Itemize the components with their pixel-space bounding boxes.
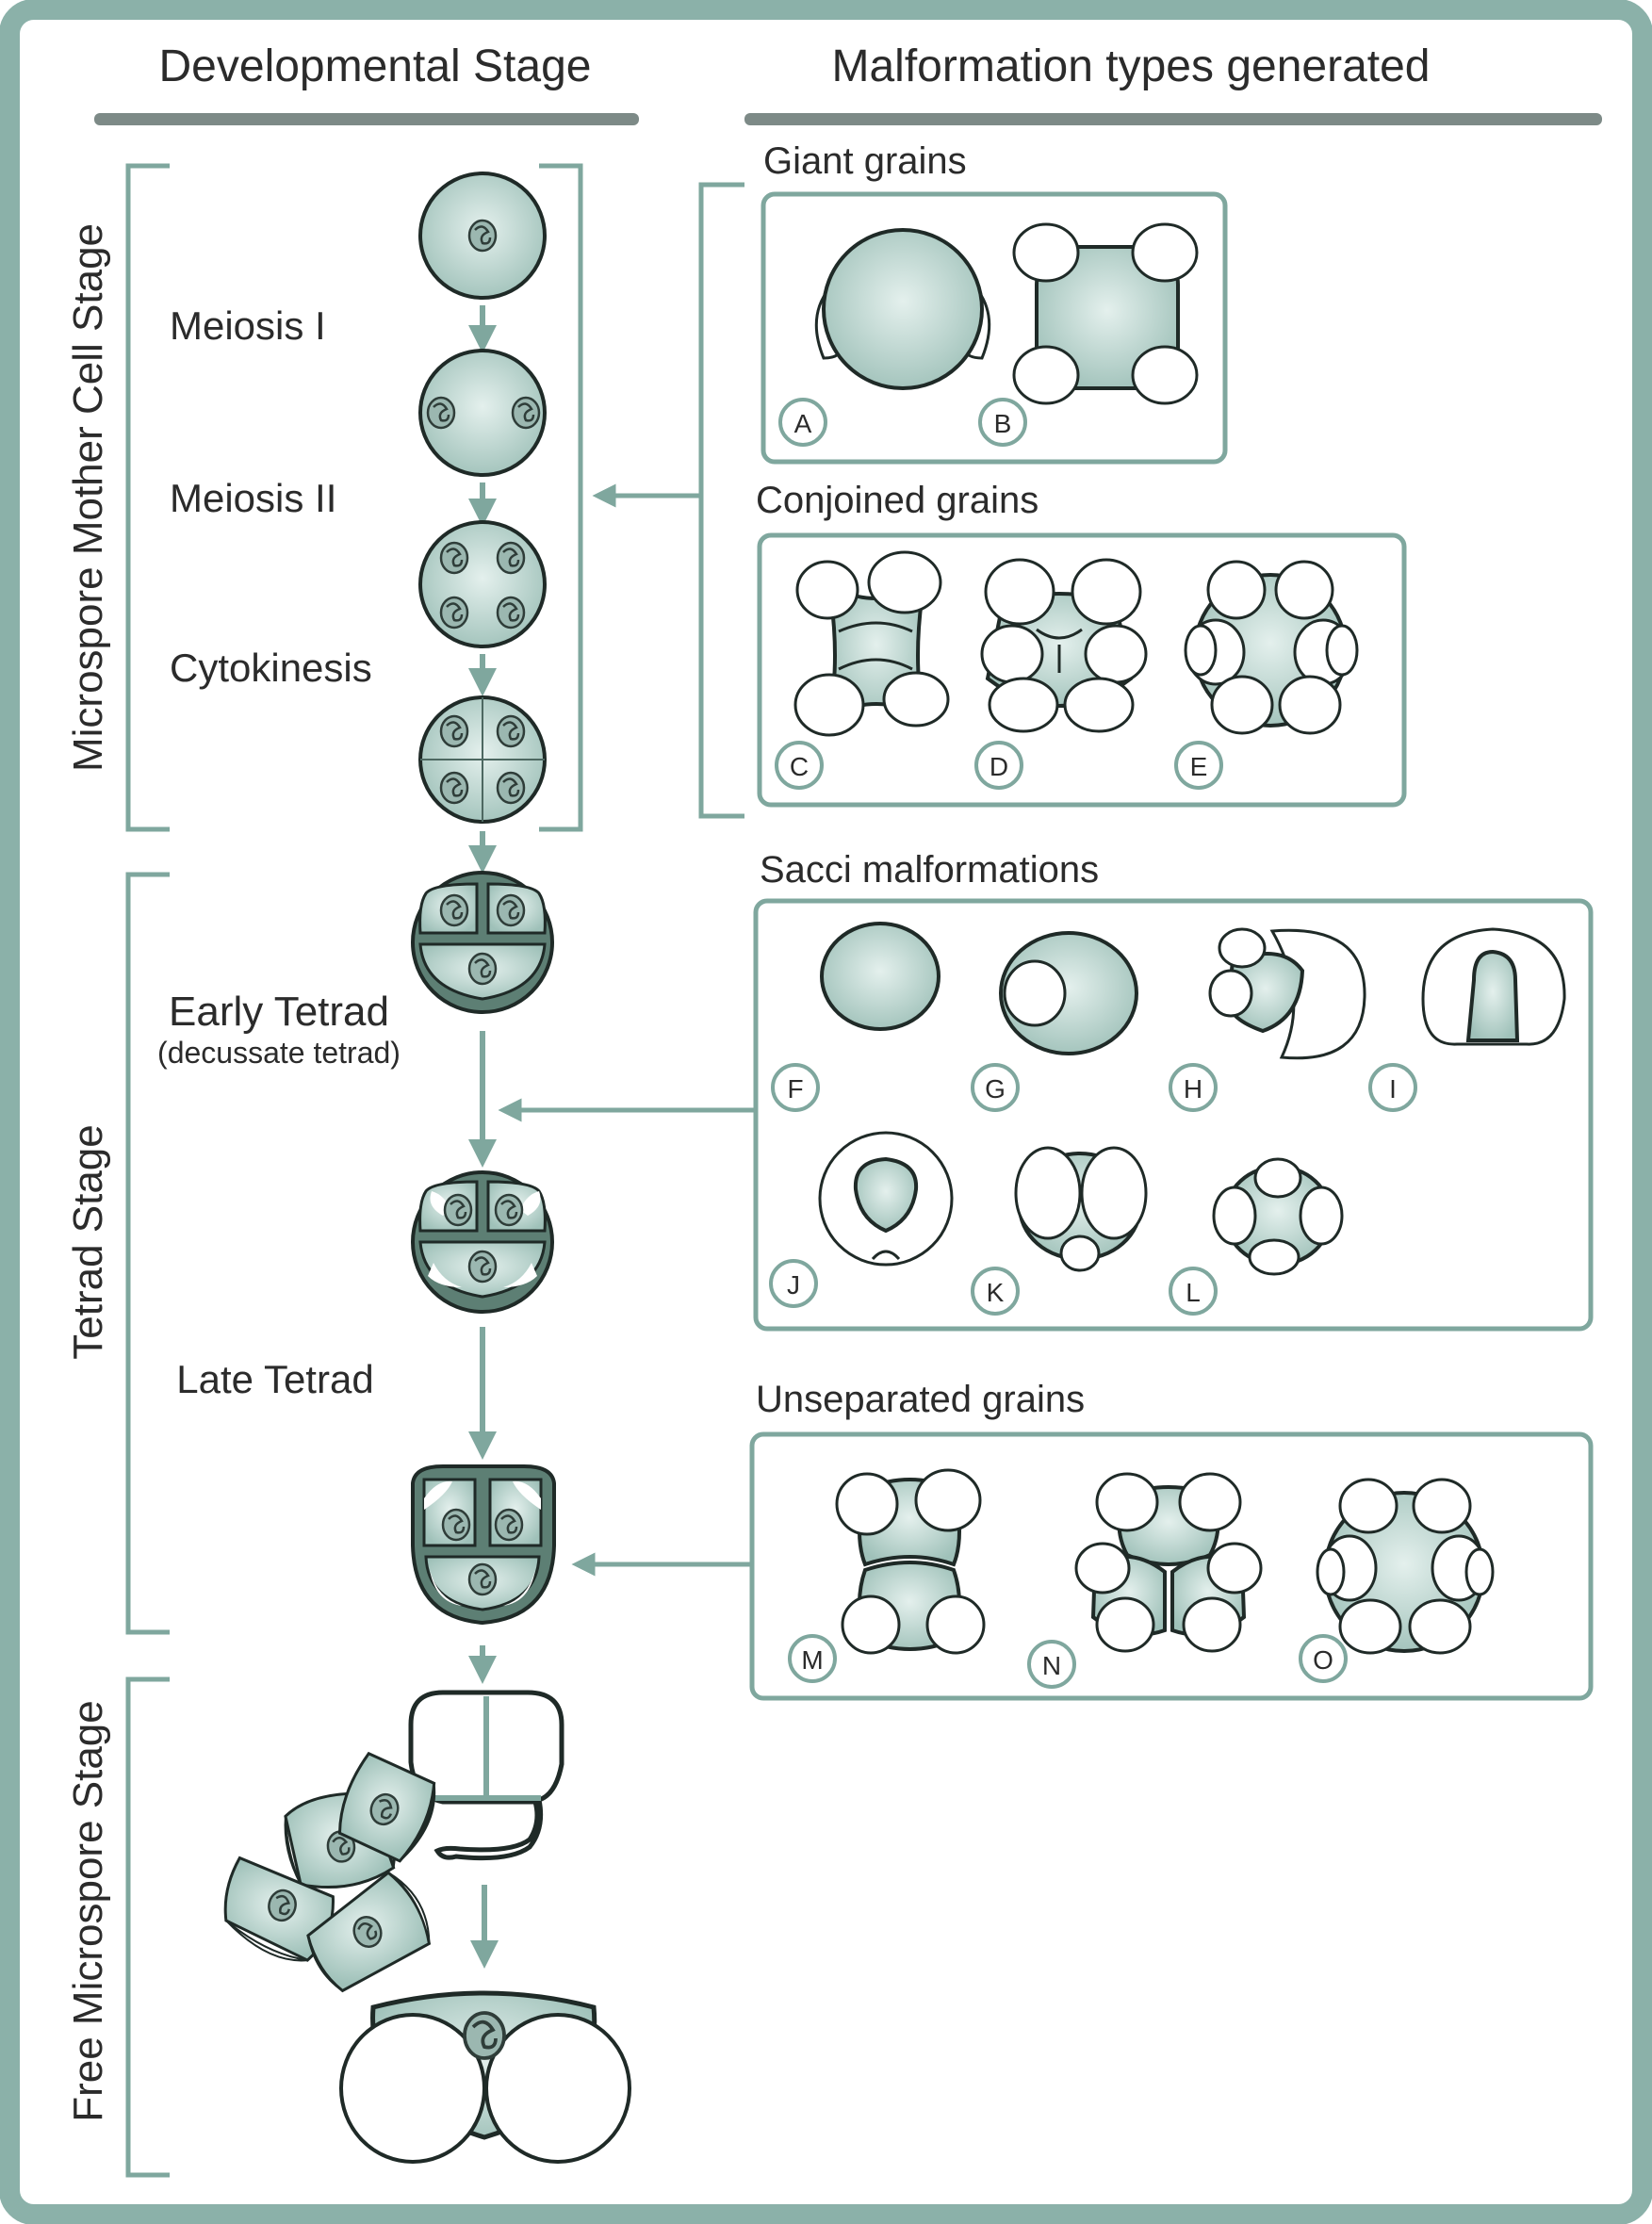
four-nuclei-cell	[418, 520, 547, 648]
badge-J: J	[769, 1259, 818, 1308]
badge-I: I	[1368, 1063, 1417, 1112]
svg-text:D: D	[990, 752, 1008, 781]
released-microspores	[223, 1751, 436, 1993]
badge-K: K	[971, 1267, 1020, 1316]
late-tetrad-cell-1	[411, 1170, 554, 1314]
grain-K	[1014, 1146, 1148, 1272]
svg-text:J: J	[787, 1270, 800, 1300]
step-cytokinesis: Cytokinesis	[170, 646, 372, 690]
svg-text:C: C	[790, 752, 809, 781]
mature-bisaccate-grain	[339, 1990, 631, 2164]
panel-conjoined	[757, 532, 1407, 808]
group-label-giant: Giant grains	[763, 140, 967, 182]
svg-text:I: I	[1389, 1074, 1397, 1104]
badge-M: M	[788, 1634, 837, 1683]
svg-text:F: F	[787, 1074, 803, 1104]
badge-D: D	[974, 741, 1023, 790]
grain-I	[1421, 927, 1566, 1046]
grain-O	[1316, 1478, 1495, 1655]
svg-text:N: N	[1042, 1651, 1061, 1680]
grain-D	[980, 558, 1148, 733]
stage-label-free: Free Microspore Stage	[65, 1700, 111, 2122]
stage-label-tetrad: Tetrad Stage	[65, 1124, 111, 1360]
panel-sacci	[753, 898, 1594, 1332]
bracket-mmc	[125, 163, 170, 832]
header-left-bar	[94, 113, 639, 125]
grain-J	[818, 1131, 954, 1267]
header-malformation-types: Malformation types generated	[831, 41, 1430, 91]
bracket-tetrad	[125, 872, 170, 1635]
step-late-tetrad: Late Tetrad	[176, 1357, 373, 1401]
header-developmental-stage: Developmental Stage	[159, 41, 592, 91]
bracket-giant-conjoined	[698, 182, 744, 819]
panel-giant	[761, 191, 1228, 465]
badge-A: A	[778, 398, 827, 447]
badge-F: F	[771, 1063, 820, 1112]
late-tetrad-cell-2	[411, 1464, 556, 1626]
grain-M	[835, 1468, 986, 1655]
badge-H: H	[1169, 1063, 1218, 1112]
group-label-conjoined: Conjoined grains	[756, 480, 1039, 521]
svg-text:L: L	[1186, 1278, 1201, 1307]
badge-C: C	[775, 741, 824, 790]
svg-text:M: M	[801, 1645, 823, 1675]
mother-cell	[418, 172, 547, 300]
step-early-tetrad-sub: (decussate tetrad)	[157, 1036, 401, 1070]
group-label-sacci: Sacci malformations	[760, 849, 1099, 891]
badge-N: N	[1027, 1640, 1076, 1689]
grain-A	[814, 228, 991, 390]
badge-G: G	[971, 1063, 1020, 1112]
badge-O: O	[1299, 1634, 1348, 1683]
badge-E: E	[1174, 741, 1223, 790]
tetrad-wall-remnant	[408, 1690, 564, 1861]
cytokinesis-cell	[418, 695, 547, 824]
svg-text:A: A	[794, 409, 812, 438]
stage-label-mmc: Microspore Mother Cell Stage	[65, 223, 111, 772]
grain-L	[1212, 1157, 1344, 1276]
svg-text:H: H	[1184, 1074, 1202, 1104]
svg-text:B: B	[994, 409, 1012, 438]
early-tetrad-cell	[411, 871, 554, 1014]
grain-E	[1184, 560, 1359, 735]
grain-B	[1012, 222, 1199, 405]
grain-N	[1074, 1472, 1263, 1653]
step-meiosis-1: Meiosis I	[170, 303, 326, 348]
badge-L: L	[1169, 1267, 1218, 1316]
grain-H	[1208, 927, 1366, 1060]
step-meiosis-2: Meiosis II	[170, 476, 336, 520]
header-right-bar	[744, 113, 1602, 125]
svg-text:E: E	[1190, 752, 1208, 781]
svg-text:K: K	[987, 1278, 1005, 1307]
group-label-unseparated: Unseparated grains	[756, 1379, 1085, 1420]
svg-text:O: O	[1313, 1645, 1333, 1675]
step-early-tetrad: Early Tetrad	[169, 989, 389, 1035]
grain-G	[999, 931, 1138, 1055]
bracket-free	[125, 1676, 170, 2178]
grain-C	[793, 550, 950, 737]
svg-text:G: G	[985, 1074, 1006, 1104]
bracket-mmc-right	[539, 163, 583, 832]
grain-F	[820, 922, 940, 1031]
dyad-cell	[418, 349, 547, 477]
badge-B: B	[978, 398, 1027, 447]
